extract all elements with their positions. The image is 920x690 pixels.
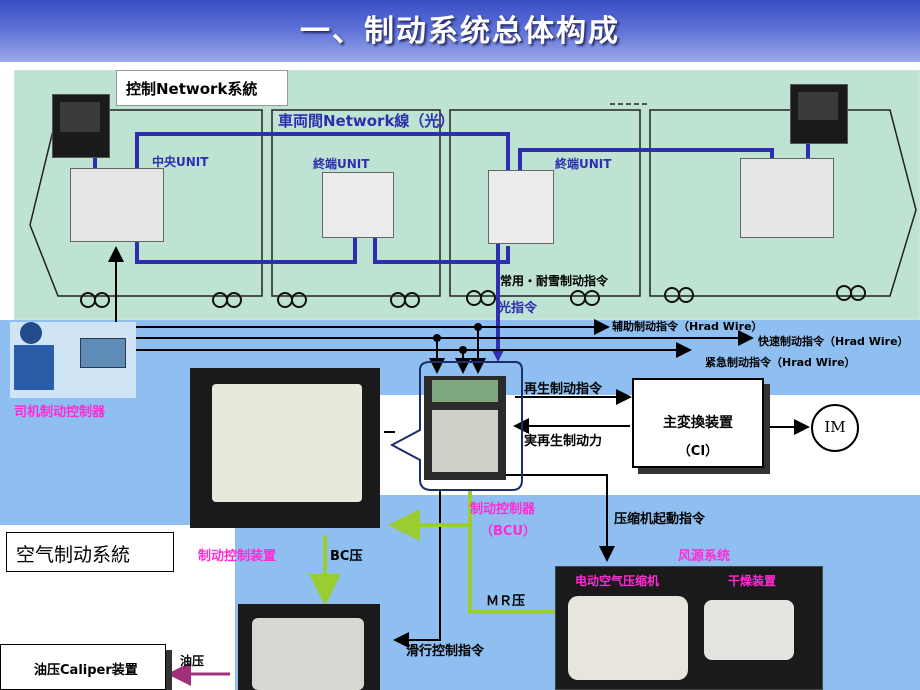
slide-control-command-label: 滑行控制指令: [406, 644, 485, 659]
driver-figure-head: [20, 322, 42, 344]
auxiliary-brake-command-label: 辅助制动指令（Hrad Wire）: [612, 320, 763, 333]
page-title: 一、制动系统总体构成: [300, 14, 620, 49]
display-screen-right: [798, 92, 838, 120]
end-unit-rack: [740, 158, 834, 238]
air-brake-system-label: 空气制动系統: [16, 544, 131, 566]
display-screen-left: [60, 102, 100, 132]
bcu-connectors: [432, 380, 498, 402]
main-converter-box: [632, 378, 764, 468]
main-converter-label: 主変換装置: [663, 415, 733, 431]
optical-command-label: 光指令: [498, 301, 538, 316]
driver-figure-body: [14, 345, 54, 390]
central-unit-rack: [70, 168, 164, 242]
service-brake-command-label: 常用・耐雪制动指令: [500, 274, 609, 288]
compressor-label: 电动空气压缩机: [575, 574, 660, 588]
air-brake-system-box: [6, 532, 174, 572]
caliper-unit-body: [252, 618, 364, 690]
caliper-device-box: [0, 644, 166, 690]
terminal-unit-rack-2: [488, 170, 554, 244]
induction-motor-circle: [811, 404, 859, 452]
network-system-box: [116, 70, 288, 106]
bcu-abbr-label: （BCU）: [480, 524, 537, 539]
compressor-image: [568, 596, 688, 680]
bc-pressure-label: BC压: [330, 549, 363, 564]
caliper-device-label: 油压Caliper装置: [34, 663, 138, 678]
network-lines: [93, 132, 810, 350]
regen-command-label: 再生制动指令: [524, 382, 603, 397]
title-bar: [0, 0, 920, 62]
fast-brake-command-label: 快速制动指令（Hrad Wire）: [758, 335, 909, 348]
terminal-unit-label-2: 終端UNIT: [555, 157, 612, 171]
compressor-start-label: 压缩机起動指令: [614, 512, 706, 527]
air-pipes: [309, 490, 556, 614]
network-system-label: 控制Network系統: [126, 80, 258, 98]
driver-console: [80, 338, 126, 368]
brake-control-unit-label: 制动控制装置: [198, 549, 277, 564]
wheels: [80, 285, 866, 308]
oil-pressure-label: 油压: [180, 654, 205, 668]
driver-controller-label: 司机制动控制器: [14, 405, 106, 420]
brake-control-unit-body: [212, 384, 362, 502]
induction-motor-label: IM: [824, 418, 846, 436]
dryer-image: [704, 600, 794, 660]
actual-regen-label: 実再生制动力: [524, 434, 603, 449]
emergency-brake-command-label: 紧急制动指令（Hrad Wire）: [705, 356, 856, 369]
inter-car-network-label: 車両間Network線（光）: [278, 112, 455, 130]
bcu-label: 制动控制器: [470, 502, 536, 517]
dryer-label: 干燥装置: [728, 574, 777, 588]
terminal-unit-rack-1: [322, 172, 394, 238]
bcu-callout: [389, 361, 523, 491]
mr-pressure-label: ＭＲ压: [486, 594, 526, 609]
junction-dots: [433, 323, 482, 354]
terminal-unit-label-1: 終端UNIT: [313, 157, 370, 171]
central-unit-label: 中央UNIT: [152, 155, 209, 169]
main-converter-abbr: （CI）: [677, 444, 719, 459]
air-source-system-label: 风源系统: [678, 549, 731, 564]
train-outline: [29, 103, 917, 297]
bcu-panel: [432, 410, 498, 472]
